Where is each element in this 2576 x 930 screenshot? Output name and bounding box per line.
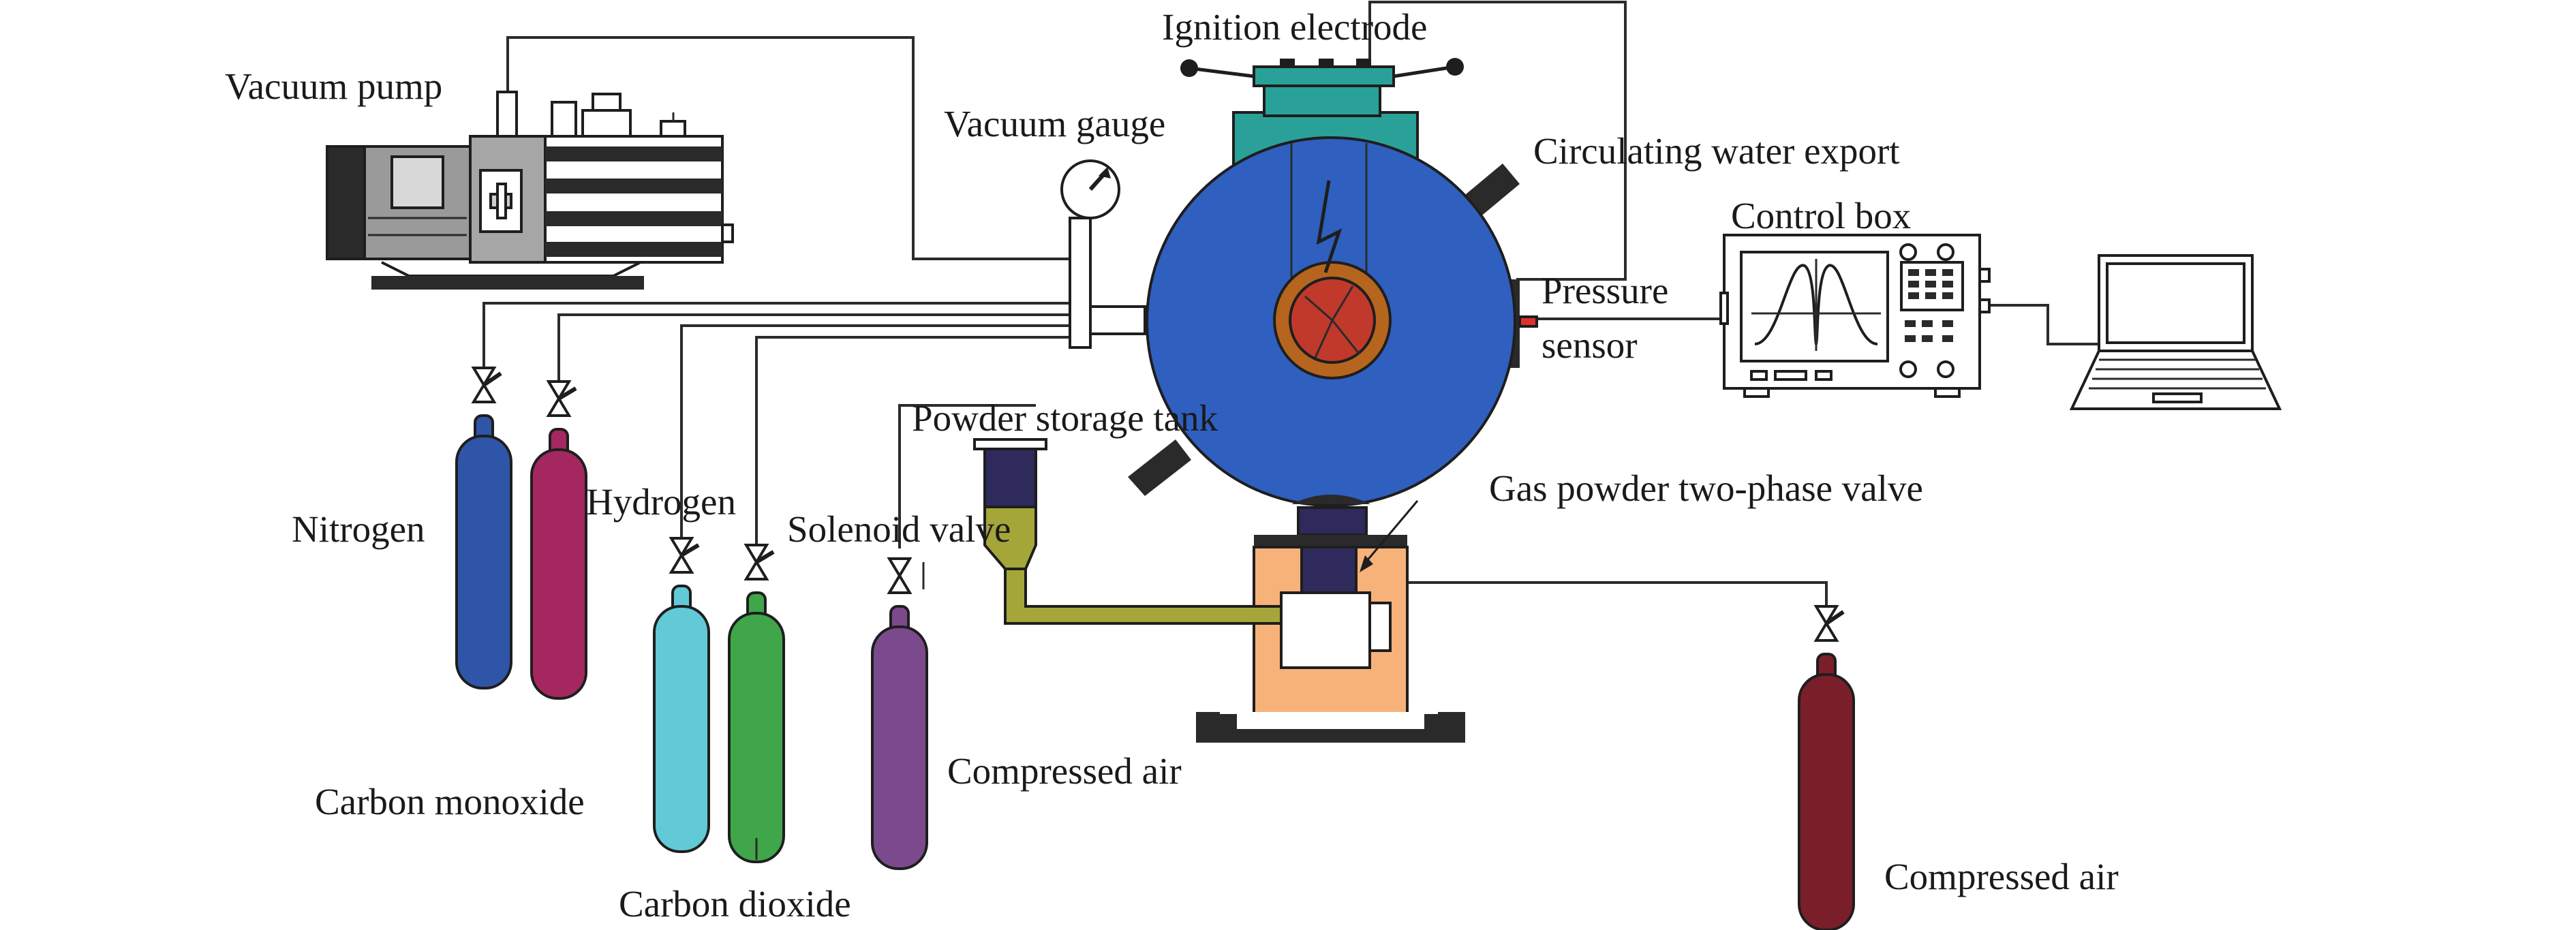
left-compressed-air-cylinder [871, 605, 928, 870]
laptop-icon [2069, 254, 2282, 410]
hydrogen-label: Hydrogen [586, 481, 736, 523]
nitrogen-line [482, 302, 1087, 368]
co-valve-icon [669, 537, 700, 574]
pressure-sensor-icon [1518, 315, 1538, 328]
leader-lines [1360, 500, 1419, 572]
right-air-valve-icon [1813, 605, 1845, 642]
gas-powder-valve-assembly [1196, 506, 1465, 743]
control-box-label: Control box [1731, 195, 1911, 236]
powder-storage-tank-label: Powder storage tank [912, 397, 1218, 439]
electrode-signal-line [1368, 1, 1627, 281]
nitrogen-label: Nitrogen [292, 508, 425, 550]
carbon-dioxide-label: Carbon dioxide [619, 883, 851, 925]
circulating-water-export-label: Circulating water export [1533, 130, 1900, 172]
powder-storage-tank [973, 438, 1283, 625]
valves [471, 367, 1845, 642]
labels: Ignition electrode Vacuum pump Vacuum ga… [225, 6, 2119, 925]
carbon-monoxide-label: Carbon monoxide [315, 781, 585, 822]
hydrogen-valve-icon [546, 380, 577, 417]
pipe-network [482, 1, 2099, 606]
laptop-cable [1980, 304, 2099, 345]
solenoid-line [898, 404, 1036, 548]
solenoid-valve-label: Solenoid valve [787, 508, 1011, 550]
sensor-label: sensor [1542, 324, 1638, 366]
co-cylinder [653, 585, 710, 853]
valve-body [1280, 591, 1371, 669]
nitrogen-cylinder [455, 414, 512, 689]
compressed-air-left-label: Compressed air [947, 750, 1182, 792]
hydrogen-cylinder [530, 428, 587, 700]
oscilloscope-screen [1740, 251, 1889, 362]
vacuum-pump [326, 91, 734, 290]
vacuum-gauge [1060, 159, 1146, 349]
ignition-electrode-label: Ignition electrode [1162, 6, 1427, 48]
compressed-air-right-label: Compressed air [1884, 856, 2119, 897]
vacuum-gauge-label: Vacuum gauge [944, 103, 1165, 144]
co2-valve-icon [743, 544, 775, 580]
nitrogen-valve-icon [471, 367, 502, 403]
vacuum-pump-label: Vacuum pump [225, 65, 442, 107]
hydrogen-line [557, 313, 1087, 382]
right-compressed-air-cylinder [1798, 653, 1855, 930]
pump-exhaust-line [506, 36, 1084, 260]
gas-powder-valve-label: Gas powder two-phase valve [1489, 467, 1923, 509]
control-box [1719, 234, 1991, 398]
co-line [680, 324, 1087, 538]
pressure-label: Pressure [1542, 270, 1668, 311]
co2-cylinder [728, 591, 785, 863]
co2-line [755, 336, 1087, 545]
gas-cylinders [455, 414, 1855, 930]
right-air-line [1400, 581, 1828, 606]
explosion-chamber [1128, 58, 1538, 507]
solenoid-valve-icon [887, 557, 925, 594]
